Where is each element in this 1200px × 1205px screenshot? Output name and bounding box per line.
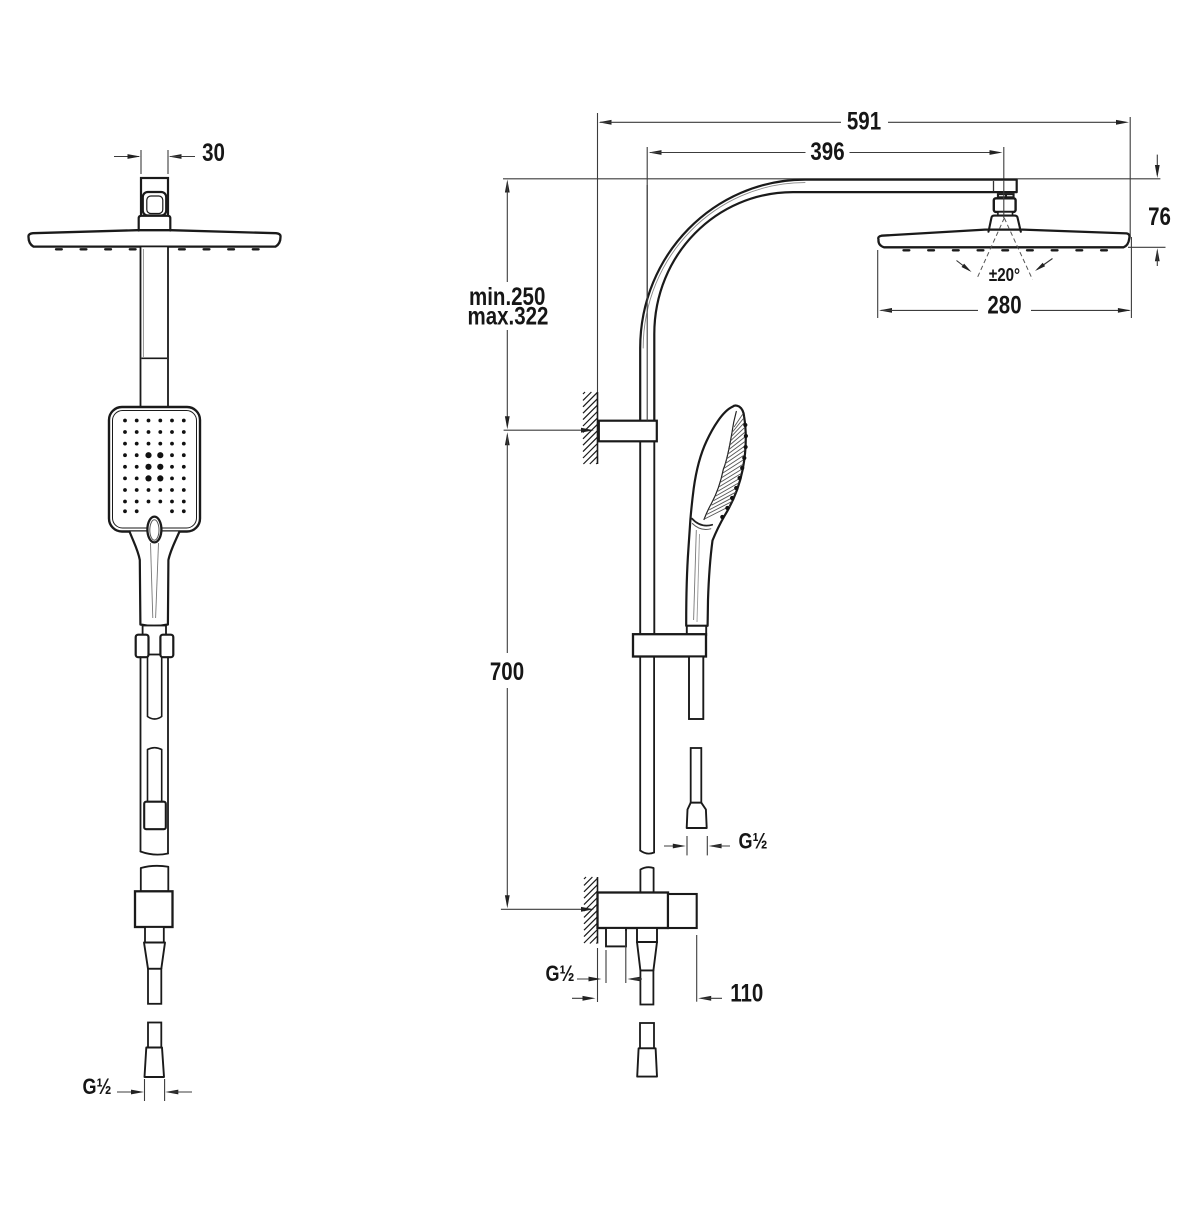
svg-text:591: 591	[847, 107, 881, 135]
svg-text:700: 700	[490, 657, 524, 685]
svg-text:G½: G½	[545, 962, 574, 986]
svg-text:G½: G½	[82, 1075, 111, 1099]
svg-text:max.322: max.322	[468, 302, 549, 330]
svg-text:G½: G½	[738, 830, 767, 854]
svg-text:30: 30	[202, 138, 225, 166]
svg-text:min.250: min.250	[469, 282, 545, 310]
svg-text:280: 280	[987, 291, 1021, 319]
svg-text:110: 110	[730, 979, 763, 1007]
svg-text:396: 396	[810, 137, 844, 165]
svg-text:±20°: ±20°	[989, 265, 1020, 286]
svg-text:76: 76	[1148, 202, 1171, 230]
